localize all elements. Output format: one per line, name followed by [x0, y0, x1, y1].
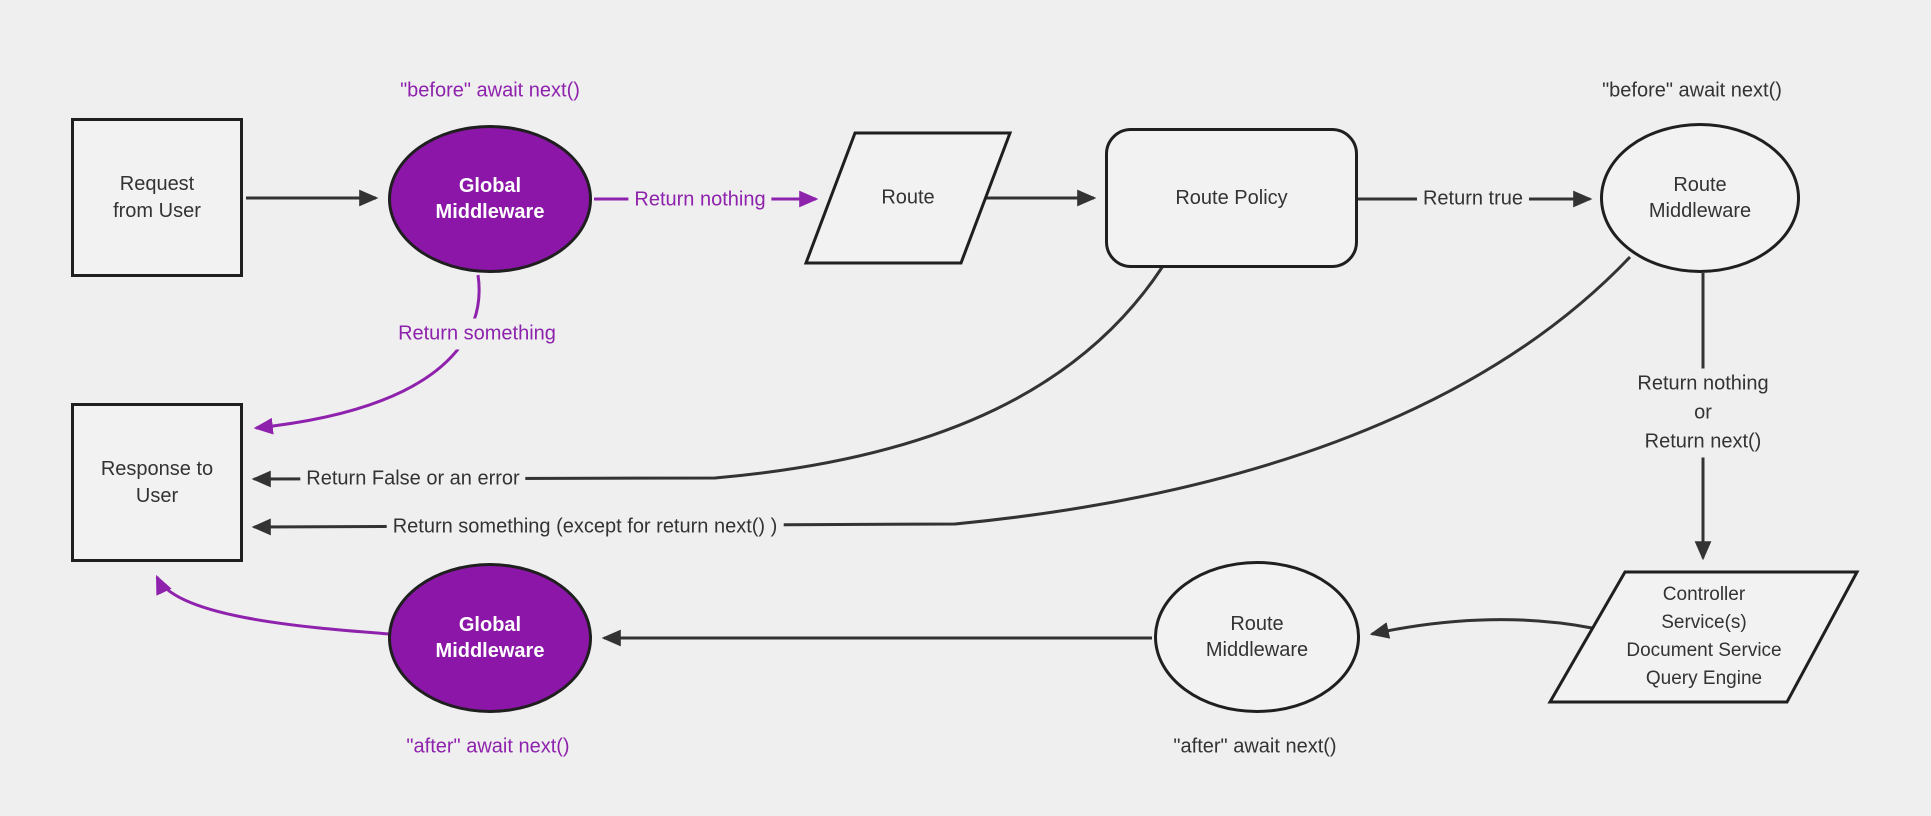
route-middleware-top-label: Route Middleware: [1648, 173, 1752, 222]
query-engine-line: Query Engine: [1645, 668, 1763, 689]
edge-route-policy-return-false-to-response: [251, 265, 1165, 488]
return-something-label: Return something: [392, 318, 562, 350]
return-something-except-label: Return something (except for return next…: [386, 511, 784, 543]
route-middleware-top-node: Route Middleware: [1600, 123, 1800, 273]
or-line: or: [1694, 401, 1712, 424]
response-to-user-label: Response to User: [100, 458, 214, 507]
controller-line: Controller: [1662, 584, 1746, 605]
global-middleware-top-node: Global Middleware: [388, 125, 592, 273]
global-middleware-bottom-label: Global Middleware: [435, 613, 545, 662]
return-nothing-line: Return nothing: [1637, 372, 1769, 395]
edge-global-middleware-bottom-to-response: [155, 574, 391, 636]
route-node-shape: [803, 131, 1013, 265]
request-from-user-label: Request from User: [113, 173, 201, 222]
return-true-label: Return true: [1416, 183, 1530, 215]
global-middleware-bottom-node: Global Middleware: [388, 563, 592, 713]
before-await-next-global-label: "before" await next(): [400, 79, 580, 102]
return-next-line: Return next(): [1644, 430, 1762, 453]
edge-global-middleware-return-something-to-response: [253, 274, 481, 435]
route-middleware-bottom-node: Route Middleware: [1154, 561, 1360, 713]
return-nothing-or-next-label: Return nothing or Return next(): [1631, 368, 1775, 458]
global-middleware-top-label: Global Middleware: [435, 174, 545, 223]
route-node-label: Route: [881, 186, 935, 209]
controller-services-node-shape: [1547, 570, 1860, 704]
after-await-next-global-label: "after" await next(): [406, 735, 570, 758]
edge-route-middleware-return-something-to-response: [251, 255, 1632, 536]
before-await-next-route-label: "before" await next(): [1602, 79, 1782, 102]
edge-controller-to-route-middleware-bottom: [1369, 618, 1593, 639]
response-to-user-node: Response to User: [71, 403, 243, 562]
return-false-or-error-label: Return False or an error: [300, 463, 526, 495]
return-nothing-label: Return nothing: [628, 184, 772, 216]
request-from-user-node: Request from User: [71, 118, 243, 277]
route-policy-node: Route Policy: [1105, 128, 1358, 268]
document-service-line: Document Service: [1626, 640, 1782, 661]
services-line: Service(s): [1661, 612, 1747, 633]
route-policy-label: Route Policy: [1175, 186, 1288, 209]
controller-services-label: Controller Service(s) Document Service Q…: [1626, 581, 1781, 693]
after-await-next-route-label: "after" await next(): [1173, 735, 1337, 758]
route-middleware-bottom-label: Route Middleware: [1205, 612, 1309, 661]
